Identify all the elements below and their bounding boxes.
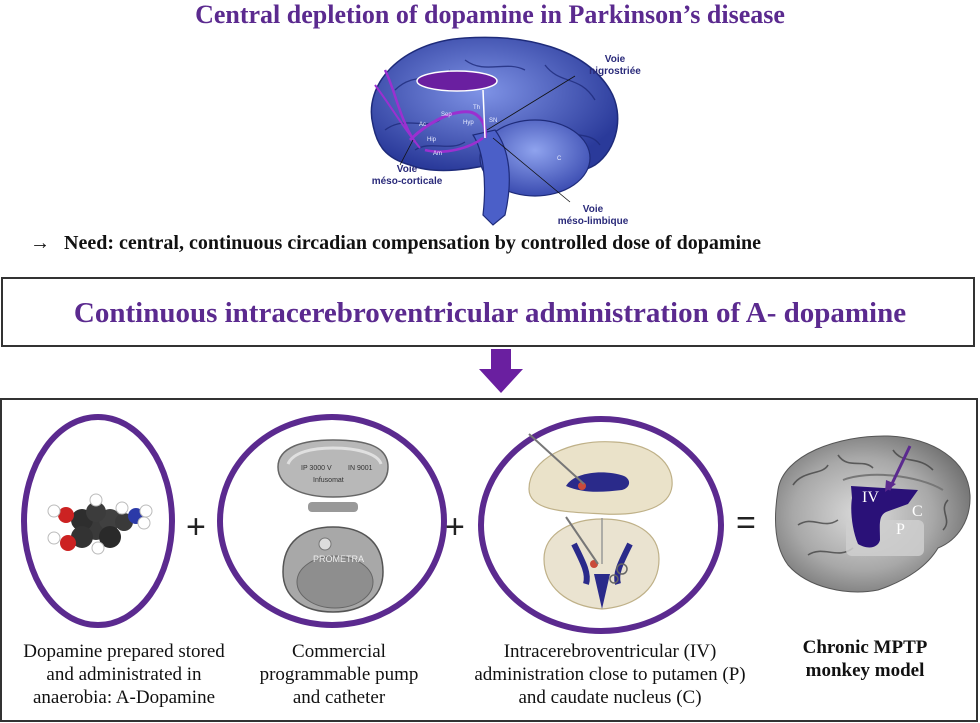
svg-text:Infusomat: Infusomat — [313, 477, 344, 484]
pump-circle: IP 3000 V IN 9001 Infusomat PROMETRA — [217, 414, 447, 628]
pump-device-icon: IP 3000 V IN 9001 Infusomat PROMETRA — [277, 439, 389, 613]
label-p: P — [896, 521, 905, 538]
svg-text:PROMETRA: PROMETRA — [313, 554, 364, 564]
structure-label-c: C — [557, 156, 562, 162]
striatum-oval — [416, 70, 498, 92]
label-iv: IV — [862, 489, 879, 506]
structure-label-sep: Sep — [441, 112, 452, 118]
structure-label-th: Th — [473, 105, 480, 111]
administration-box — [1, 277, 975, 347]
plus-operator-1: + — [186, 508, 206, 546]
dopamine-circle — [21, 414, 175, 628]
need-statement: → Need: central, continuous circadian com… — [30, 232, 970, 255]
dopamine-molecule-icon — [47, 493, 153, 555]
brain-illustration: Sep Hyp Th SN Ac Hip Am C — [370, 36, 619, 226]
equals-operator: = — [736, 504, 756, 542]
monkey-mri-image: IV C P — [768, 430, 972, 600]
structure-label-hip: Hip — [427, 137, 437, 143]
icv-brain-circle — [478, 416, 724, 634]
page-title: Central depletion of dopamine in Parkins… — [195, 0, 785, 29]
down-arrow-icon — [479, 349, 523, 393]
label-c: C — [912, 503, 923, 520]
structure-label-ac: Ac — [419, 122, 426, 128]
svg-text:IN 9001: IN 9001 — [348, 465, 373, 472]
caption-icv: Intracerebroventricular (IV)administrati… — [474, 641, 746, 708]
svg-text:IP 3000 V: IP 3000 V — [301, 465, 332, 472]
brainstem-shape — [472, 129, 510, 226]
structure-label-sn: SN — [489, 118, 497, 124]
need-text: Need: central, continuous circadian comp… — [64, 232, 762, 254]
plus-operator-2: + — [445, 508, 465, 546]
structure-label-am: Am — [433, 151, 442, 157]
brain-catheter-icon — [528, 433, 673, 610]
administration-title: Continuous intracerebroventricular admin… — [73, 297, 907, 329]
method-box — [0, 398, 978, 722]
right-arrow-icon: → — [30, 232, 50, 254]
structure-label-hyp: Hyp — [463, 120, 474, 126]
